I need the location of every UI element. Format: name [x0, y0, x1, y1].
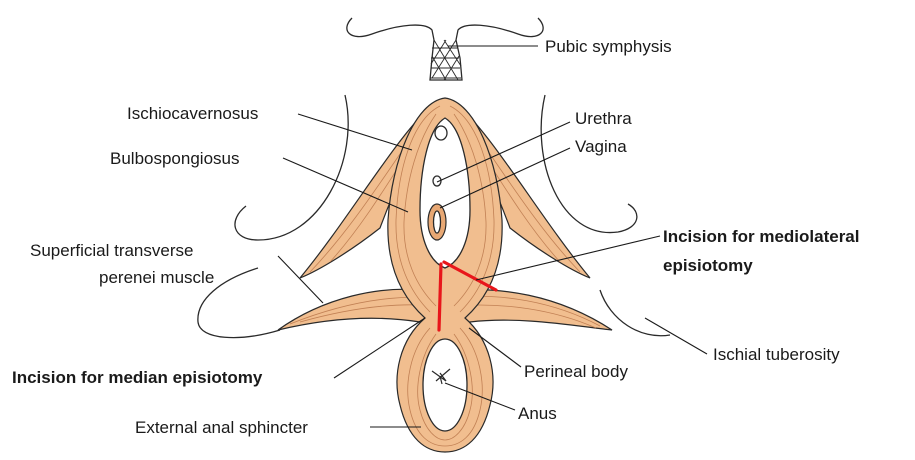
label-superficial-transverse-1: Superficial transverse	[30, 241, 193, 260]
label-pubic-symphysis: Pubic symphysis	[545, 37, 672, 56]
label-external-anal-sphincter: External anal sphincter	[135, 418, 308, 437]
label-ischiocavernosus: Ischiocavernosus	[127, 104, 258, 123]
label-superficial-transverse-2: perenei muscle	[99, 268, 214, 287]
label-mediolateral-2: episiotomy	[663, 256, 753, 275]
label-mediolateral-1: Incision for mediolateral	[663, 227, 860, 246]
label-bulbospongiosus: Bulbospongiosus	[110, 149, 239, 168]
label-anus: Anus	[518, 404, 557, 423]
urethra-opening	[435, 126, 447, 140]
median-incision-line	[439, 264, 441, 330]
label-urethra: Urethra	[575, 109, 632, 128]
anal-opening	[423, 339, 467, 431]
pubic-arch	[347, 18, 543, 80]
label-perineal-body: Perineal body	[524, 362, 628, 381]
label-median: Incision for median episiotomy	[12, 368, 263, 387]
label-ischial-tuberosity: Ischial tuberosity	[713, 345, 840, 364]
label-vagina: Vagina	[575, 137, 627, 156]
